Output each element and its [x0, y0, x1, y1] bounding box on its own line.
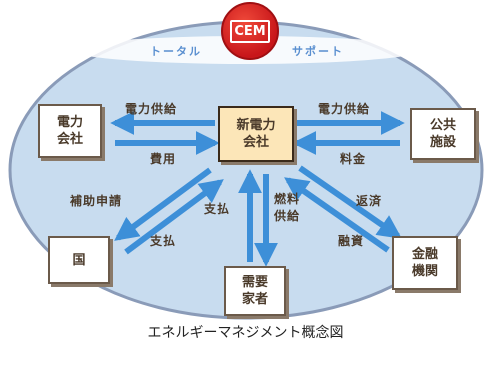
node-new-power-company-line2: 会社: [242, 135, 269, 150]
arrow-repayment-to-financial: [298, 165, 402, 239]
diagram-caption: エネルギーマネジメント概念図: [147, 325, 344, 341]
label-cost: 費用: [150, 152, 177, 166]
node-public-facilities-line2: 施設: [429, 135, 456, 150]
node-power-company-line1: 電力: [56, 115, 83, 130]
label-payment-consumers: 支払: [204, 202, 231, 216]
banner-right-text: サポート: [292, 45, 344, 58]
node-consumers: 需要 家者: [224, 266, 286, 316]
label-fuel-supply-line2: 供給: [274, 209, 301, 223]
label-power-supply-left: 電力供給: [125, 102, 178, 116]
cem-badge-label: CEM: [230, 19, 270, 43]
label-fee: 料金: [340, 152, 367, 166]
label-finance: 融資: [338, 234, 365, 248]
label-fuel-supply-line1: 燃料: [274, 192, 301, 206]
label-payment-country: 支払: [150, 234, 177, 248]
label-power-supply-right: 電力供給: [318, 102, 371, 116]
banner-left-text: トータル: [150, 45, 202, 58]
node-country: 国: [48, 236, 110, 284]
node-power-company: 電力 会社: [38, 104, 102, 158]
node-public-facilities: 公共 施設: [410, 108, 476, 160]
node-new-power-company-line1: 新電力: [236, 118, 276, 133]
arrow-finance-to-new-power: [284, 177, 390, 253]
node-consumers-line1: 需要: [241, 275, 268, 290]
label-repayment: 返済: [356, 194, 383, 208]
label-subsidy-application: 補助申請: [70, 194, 123, 208]
label-fuel-supply: 燃料 供給: [274, 190, 300, 224]
node-financial-institutions-line1: 金融: [411, 247, 438, 262]
arrow-subsidy-to-country: [114, 167, 212, 241]
node-financial-institutions-line2: 機関: [411, 264, 438, 279]
node-financial-institutions: 金融 機関: [392, 236, 458, 290]
node-power-company-line2: 会社: [56, 132, 83, 147]
node-country-line1: 国: [72, 252, 86, 268]
node-consumers-line2: 家者: [241, 292, 268, 307]
cem-badge: CEM: [221, 2, 279, 60]
node-public-facilities-line1: 公共: [429, 118, 456, 133]
node-new-power-company: 新電力 会社: [218, 106, 294, 162]
arrow-payment-from-country: [124, 179, 224, 255]
